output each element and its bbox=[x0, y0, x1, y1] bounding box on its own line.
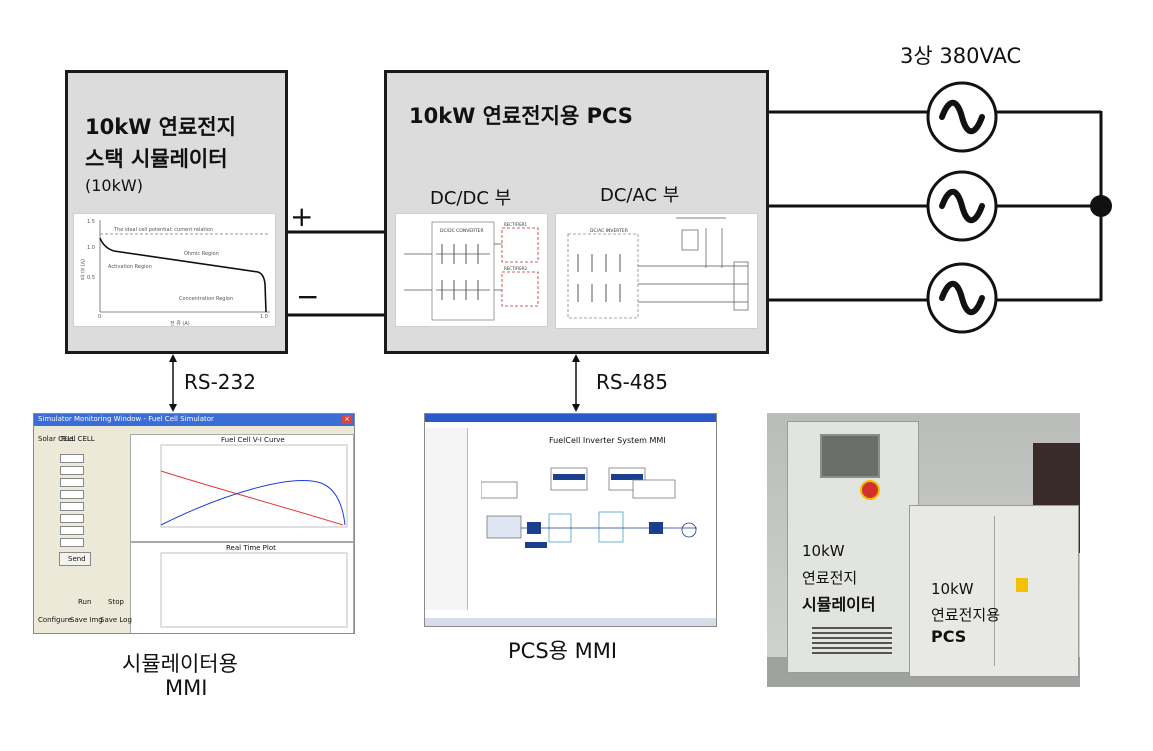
photo-simulator-cabinet bbox=[787, 421, 919, 673]
photo-pcs-cabinet bbox=[909, 505, 1079, 677]
photo-pcs-label-line3: PCS bbox=[931, 627, 967, 646]
polarization-curve-line bbox=[99, 237, 267, 313]
curve-x-label: 전 류 (A) bbox=[170, 320, 190, 327]
sim-mmi-tab-fuel: Fuel CELL bbox=[61, 435, 95, 443]
simulator-mmi-screenshot: Simulator Monitoring Window - Fuel Cell … bbox=[33, 413, 355, 634]
dcac-schematic: DC/AC INVERTER bbox=[555, 213, 758, 329]
ac-source-icon-2 bbox=[926, 170, 998, 242]
grid-label: 3상 380VAC bbox=[900, 44, 1022, 68]
sim-mmi-tab-solar: Solar CELL bbox=[38, 435, 76, 443]
rs485-label: RS-485 bbox=[596, 370, 668, 394]
sim-mmi-run-button[interactable]: Run bbox=[78, 598, 92, 606]
ac-source-icon-1 bbox=[926, 81, 998, 153]
simulator-title-line2: 스택 시뮬레이터 bbox=[85, 147, 228, 171]
dcac-schematic-drawing: DC/AC INVERTER bbox=[567, 217, 749, 319]
plus-sign: + bbox=[290, 200, 314, 233]
photo-sim-label-line3: 시뮬레이터 bbox=[802, 595, 876, 614]
rectifier2-label: RECTIFIER2 bbox=[504, 266, 528, 271]
polarization-curve: The ideal cell potential: current relati… bbox=[73, 213, 276, 327]
sim-mmi-caption-line2: MMI bbox=[165, 676, 208, 700]
rs232-label: RS-232 bbox=[184, 370, 256, 394]
simulator-display-icon bbox=[820, 434, 880, 478]
curve-y-label: (V) 전 압 bbox=[79, 259, 85, 280]
sim-mmi-chart2-title: Real Time Plot bbox=[226, 544, 276, 552]
pcs-mmi-caption: PCS용 MMI bbox=[508, 639, 618, 663]
ac-source-icon-3 bbox=[926, 262, 998, 334]
photo-pcs-label-line1: 10kW bbox=[931, 580, 974, 598]
emergency-stop-icon bbox=[860, 480, 880, 500]
pcs-mmi-sidebar bbox=[425, 428, 468, 610]
x-tick-right: 1.0 bbox=[260, 314, 268, 320]
hardware-photo: 10kW 연료전지 시뮬레이터 10kW 연료전지용 PCS bbox=[767, 413, 1080, 687]
neutral-node-dot bbox=[1090, 195, 1112, 217]
pcs-mmi-titlebar bbox=[425, 414, 716, 422]
curve-ideal-label: The ideal cell potential: current relati… bbox=[113, 227, 213, 233]
sim-mmi-caption-line1: 시뮬레이터용 bbox=[122, 652, 238, 676]
pcs-mmi-taskbar bbox=[425, 618, 716, 626]
pcs-mmi-title: FuelCell Inverter System MMI bbox=[549, 436, 666, 445]
rectifier1-label: RECTIFIER1 bbox=[504, 222, 528, 227]
sim-mmi-send-button[interactable]: Send bbox=[59, 552, 91, 566]
polarization-curve-plot: The ideal cell potential: current relati… bbox=[79, 219, 270, 327]
photo-pcs-label-line2: 연료전지용 bbox=[931, 606, 1001, 624]
close-icon: × bbox=[342, 415, 352, 424]
y-tick-top: 1.5 bbox=[87, 219, 95, 225]
sim-mmi-params bbox=[38, 446, 126, 556]
pcs-mmi-diagram bbox=[480, 454, 713, 594]
sim-mmi-stop-button[interactable]: Stop bbox=[108, 598, 124, 606]
rs485-arrow bbox=[572, 354, 580, 412]
rs232-arrow bbox=[169, 354, 177, 412]
sim-mmi-titlebar: Simulator Monitoring Window - Fuel Cell … bbox=[34, 414, 354, 426]
photo-sim-label-line1: 10kW bbox=[802, 542, 845, 560]
minus-sign: − bbox=[296, 280, 320, 313]
photo-sim-label-line2: 연료전지 bbox=[802, 569, 858, 587]
sim-mmi-chart1-title: Fuel Cell V-I Curve bbox=[221, 436, 285, 444]
sim-mmi-chart2: Real Time Plot bbox=[130, 542, 354, 633]
dcdc-label: DC/DC 부 bbox=[430, 188, 512, 209]
sim-mmi-chart1: Fuel Cell V-I Curve bbox=[130, 434, 354, 542]
dcac-label: DC/AC 부 bbox=[600, 185, 680, 206]
sim-mmi-configure-button[interactable]: Configure bbox=[38, 616, 72, 624]
simulator-vent bbox=[812, 627, 892, 657]
x-tick-left: 0 bbox=[98, 314, 101, 320]
pcs-door-divider bbox=[994, 516, 995, 666]
sim-mmi-save-img-button[interactable]: Save Img bbox=[70, 616, 103, 624]
simulator-rating: (10kW) bbox=[85, 176, 143, 195]
curve-concentration-label: Concentration Region bbox=[179, 296, 233, 302]
dcdc-schematic-drawing: DC/DC CONVERTER RECTIFIER1 RECTIFIER2 bbox=[404, 221, 539, 321]
y-tick-mid2: 0.5 bbox=[87, 275, 95, 281]
dcdc-schematic: DC/DC CONVERTER RECTIFIER1 RECTIFIER2 bbox=[395, 213, 548, 327]
pcs-box: 10kW 연료전지용 PCS DC/DC 부 DC/AC 부 DC/DC CON… bbox=[384, 70, 769, 354]
pcs-title: 10kW 연료전지용 PCS bbox=[409, 104, 633, 128]
dcdc-block-label: DC/DC CONVERTER bbox=[440, 228, 484, 234]
dcac-block-label: DC/AC INVERTER bbox=[590, 228, 628, 234]
sim-mmi-save-log-button[interactable]: Save Log bbox=[100, 616, 132, 624]
simulator-box: 10kW 연료전지 스택 시뮬레이터 (10kW) The ideal cell… bbox=[65, 70, 288, 354]
simulator-title-line1: 10kW 연료전지 bbox=[85, 115, 236, 139]
sim-mmi-window-title: Simulator Monitoring Window - Fuel Cell … bbox=[38, 415, 214, 423]
curve-ohmic-label: Ohmic Region bbox=[184, 251, 219, 257]
y-tick-mid1: 1.0 bbox=[87, 245, 95, 251]
pcs-mmi-screenshot: FuelCell Inverter System MMI bbox=[424, 413, 717, 627]
warning-label-icon bbox=[1016, 578, 1028, 592]
curve-activation-label: Activation Region bbox=[108, 264, 152, 270]
